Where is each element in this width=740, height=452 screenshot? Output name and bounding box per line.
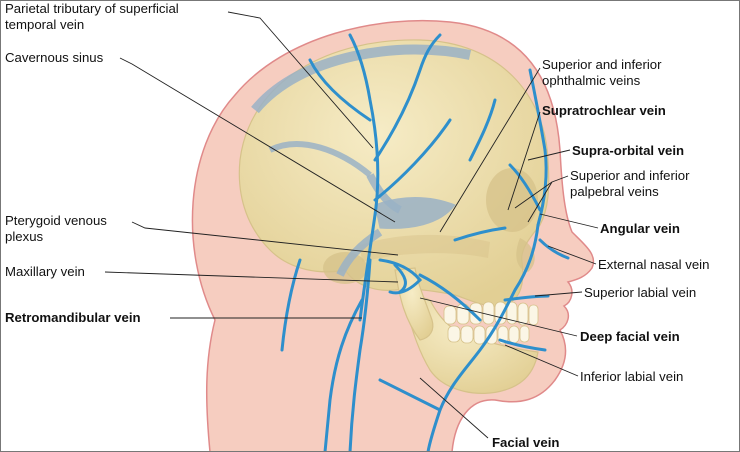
orbit xyxy=(486,168,538,232)
label-cavernous-sinus: Cavernous sinus xyxy=(5,50,104,65)
label-maxillary-vein: Maxillary vein xyxy=(5,264,85,279)
label-supraorbital-vein: Supra-orbital vein xyxy=(572,143,685,158)
label-ophthalmic-line2: ophthalmic veins xyxy=(542,73,641,88)
lower-teeth xyxy=(447,325,530,345)
leader-lines xyxy=(104,11,599,439)
zygomatic-arch xyxy=(360,234,490,262)
label-facial-vein: Facial vein xyxy=(492,435,560,450)
label-external-nasal-vein: External nasal vein xyxy=(598,257,710,272)
label-inferior-labial-vein: Inferior labial vein xyxy=(580,369,684,384)
label-palpebral-veins: Superior and inferior palpebral veins xyxy=(570,168,690,200)
label-palpebral-line1: Superior and inferior xyxy=(570,168,690,183)
dural-sinuses xyxy=(251,44,472,277)
label-pterygoid-line2: plexus xyxy=(5,229,44,244)
label-palpebral-line2: palpebral veins xyxy=(570,184,659,199)
label-deep-facial-vein: Deep facial vein xyxy=(580,329,680,344)
label-pterygoid-plexus: Pterygoid venous plexus xyxy=(5,213,107,245)
label-superior-labial-vein: Superior labial vein xyxy=(584,285,697,300)
label-ophthalmic-veins: Superior and inferior ophthalmic veins xyxy=(542,57,662,89)
label-supratrochlear-vein: Supratrochlear vein xyxy=(542,103,666,118)
label-ophthalmic-line1: Superior and inferior xyxy=(542,57,662,72)
upper-teeth xyxy=(443,301,539,326)
label-pterygoid-line1: Pterygoid venous xyxy=(5,213,107,228)
vein-network xyxy=(280,33,570,452)
label-parietal-line1: Parietal tributary of superficial xyxy=(5,1,179,16)
label-parietal-line2: temporal vein xyxy=(5,17,85,32)
label-angular-vein: Angular vein xyxy=(600,221,680,236)
label-retromandibular-vein: Retromandibular vein xyxy=(5,310,141,325)
skull xyxy=(238,39,550,307)
label-parietal-tributary: Parietal tributary of superficial tempor… xyxy=(5,1,179,33)
